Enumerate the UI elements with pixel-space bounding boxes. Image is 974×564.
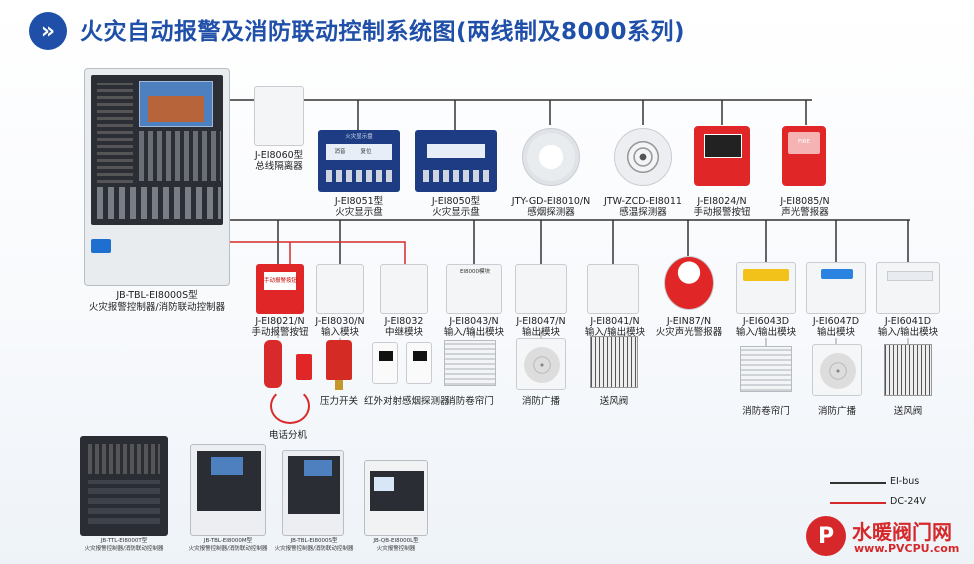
phone-label: 电话分机	[268, 430, 307, 441]
manual-alarm-button-8021-icon: 手动报警按钮	[256, 264, 304, 314]
main-controller	[84, 68, 230, 286]
legend-eibus-label: EI-bus	[890, 476, 920, 487]
controller-screen	[139, 81, 213, 127]
top-model-6: J-EI8085/N	[780, 196, 830, 207]
pressure-switch-icon	[326, 340, 352, 390]
damper2-label: 送风阀	[893, 406, 923, 417]
top-desc-6: 声光警报器	[781, 207, 829, 218]
fire-display-panel-8050	[415, 130, 497, 192]
bottom-model-8: J-EI6047D	[812, 316, 860, 327]
input-module-8030	[316, 264, 364, 314]
relay-module-8032	[380, 264, 428, 314]
watermark-name: 水暖阀门网	[852, 520, 952, 544]
shutter2-label: 消防卷帘门	[742, 406, 790, 417]
catalog-model-2: JB-TBL-EI8000S型	[290, 538, 338, 544]
rolling-shutter-door-icon	[444, 340, 496, 386]
bottom-desc-2: 中继模块	[384, 327, 423, 338]
output-module-6047d	[806, 262, 866, 314]
watermark-logo-icon: P	[806, 516, 846, 556]
telephone-cord	[270, 388, 310, 424]
shutter1-label: 消防卷帘门	[446, 396, 494, 407]
catalog-model-3: JB-QB-EI8000L型	[373, 538, 419, 544]
top-desc-1: 火灾显示盘	[335, 207, 383, 218]
air-damper-icon	[590, 336, 638, 388]
top-model-0: J-EI8060型	[254, 150, 304, 161]
top-model-1: J-EI8051型	[334, 196, 384, 207]
broadcast2-label: 消防广播	[817, 406, 856, 417]
title-chevron-icon: »	[29, 12, 67, 50]
top-desc-2: 火灾显示盘	[432, 207, 480, 218]
catalog-controller-8000m	[190, 444, 266, 536]
telephone-handset-icon	[264, 340, 282, 388]
legend-dc24v-label: DC-24V	[890, 496, 926, 507]
bottom-model-6: J-EIN87/N	[666, 316, 712, 327]
catalog-desc-3: 火灾报警控制器	[376, 546, 416, 552]
bottom-desc-8: 输出模块	[816, 327, 855, 338]
catalog-controller-8000l	[364, 460, 428, 536]
fire-display-panel-8051: 火灾显示盘 消音 复位	[318, 130, 400, 192]
broadcast-speaker-icon	[516, 338, 566, 390]
catalog-controller-8000t	[80, 436, 168, 536]
manual-alarm-button-icon	[694, 126, 750, 186]
ir-beam-detector-left	[372, 342, 398, 384]
watermark-url: www.PVCPU.com	[854, 542, 960, 555]
main-controller-desc: 火灾报警控制器/消防联动控制器	[88, 302, 226, 313]
bottom-model-2: J-EI8032	[384, 316, 424, 327]
top-model-5: J-EI8024/N	[697, 196, 747, 207]
legend-eibus-line	[830, 482, 886, 484]
bottom-desc-5: 输入/输出模块	[584, 327, 646, 338]
top-desc-3: 感烟探测器	[527, 207, 575, 218]
bottom-model-3: J-EI8043/N	[449, 316, 499, 327]
io-module-8041	[587, 264, 639, 314]
catalog-controller-8000s	[282, 450, 344, 536]
pressure-switch-label: 压力开关	[319, 396, 358, 407]
bottom-model-7: J-EI6043D	[742, 316, 790, 327]
bus-isolator	[254, 86, 304, 146]
top-desc-5: 手动报警按钮	[693, 207, 751, 218]
top-desc-0: 总线隔离器	[255, 161, 303, 172]
ir-beam-detector-right	[406, 342, 432, 384]
bottom-desc-6: 火灾声光警报器	[655, 327, 723, 338]
top-model-2: J-EI8050型	[431, 196, 481, 207]
top-model-4: JTW-ZCD-EI8011	[604, 196, 682, 207]
catalog-desc-2: 火灾报警控制器/消防联动控制器	[274, 546, 354, 552]
io-module-8043: EI8000模块	[446, 264, 502, 314]
bottom-desc-3: 输入/输出模块	[443, 327, 505, 338]
output-module-8047	[515, 264, 567, 314]
bottom-desc-7: 输入/输出模块	[735, 327, 797, 338]
ir-detector-label: 红外对射感烟探测器	[364, 396, 450, 407]
rolling-shutter-door-2-icon	[740, 346, 792, 392]
legend-dc24v-line	[830, 502, 886, 504]
bottom-desc-4: 输出模块	[521, 327, 560, 338]
air-damper-2-icon	[884, 344, 932, 396]
broadcast1-label: 消防广播	[521, 396, 560, 407]
catalog-model-1: JB-TBL-EI8000M型	[203, 538, 253, 544]
page-title: 火灾自动报警及消防联动控制系统图(两线制及8000系列)	[80, 19, 686, 45]
catalog-desc-0: 火灾报警控制器/消防联动控制器	[84, 546, 164, 552]
bottom-model-0: J-EI8021/N	[255, 316, 305, 327]
damper1-label: 送风阀	[599, 396, 629, 407]
bottom-desc-9: 输入/输出模块	[877, 327, 939, 338]
heat-detector-icon	[614, 128, 672, 186]
fire-sound-light-alarm-icon	[664, 256, 714, 310]
io-module-6043d	[736, 262, 796, 314]
broadcast-speaker-2-icon	[812, 344, 862, 396]
bottom-model-9: J-EI6041D	[884, 316, 932, 327]
bottom-model-5: J-EI8041/N	[590, 316, 640, 327]
smoke-detector-icon	[522, 128, 580, 186]
bottom-desc-1: 输入模块	[320, 327, 359, 338]
top-desc-4: 感温探测器	[619, 207, 667, 218]
telephone-jack-icon	[296, 354, 312, 380]
top-model-3: JTY-GD-EI8010/N	[511, 196, 591, 207]
catalog-desc-1: 火灾报警控制器/消防联动控制器	[188, 546, 268, 552]
bottom-model-4: J-EI8047/N	[516, 316, 566, 327]
io-module-6041d	[876, 262, 940, 314]
bottom-model-1: J-EI8030/N	[315, 316, 365, 327]
bottom-desc-0: 手动报警按钮	[251, 327, 309, 338]
sound-light-alarm-icon: FIRE	[782, 126, 826, 186]
main-controller-model: JB-TBL-EI8000S型	[116, 290, 198, 301]
catalog-model-0: JB-TTL-EI8000T型	[100, 538, 148, 544]
